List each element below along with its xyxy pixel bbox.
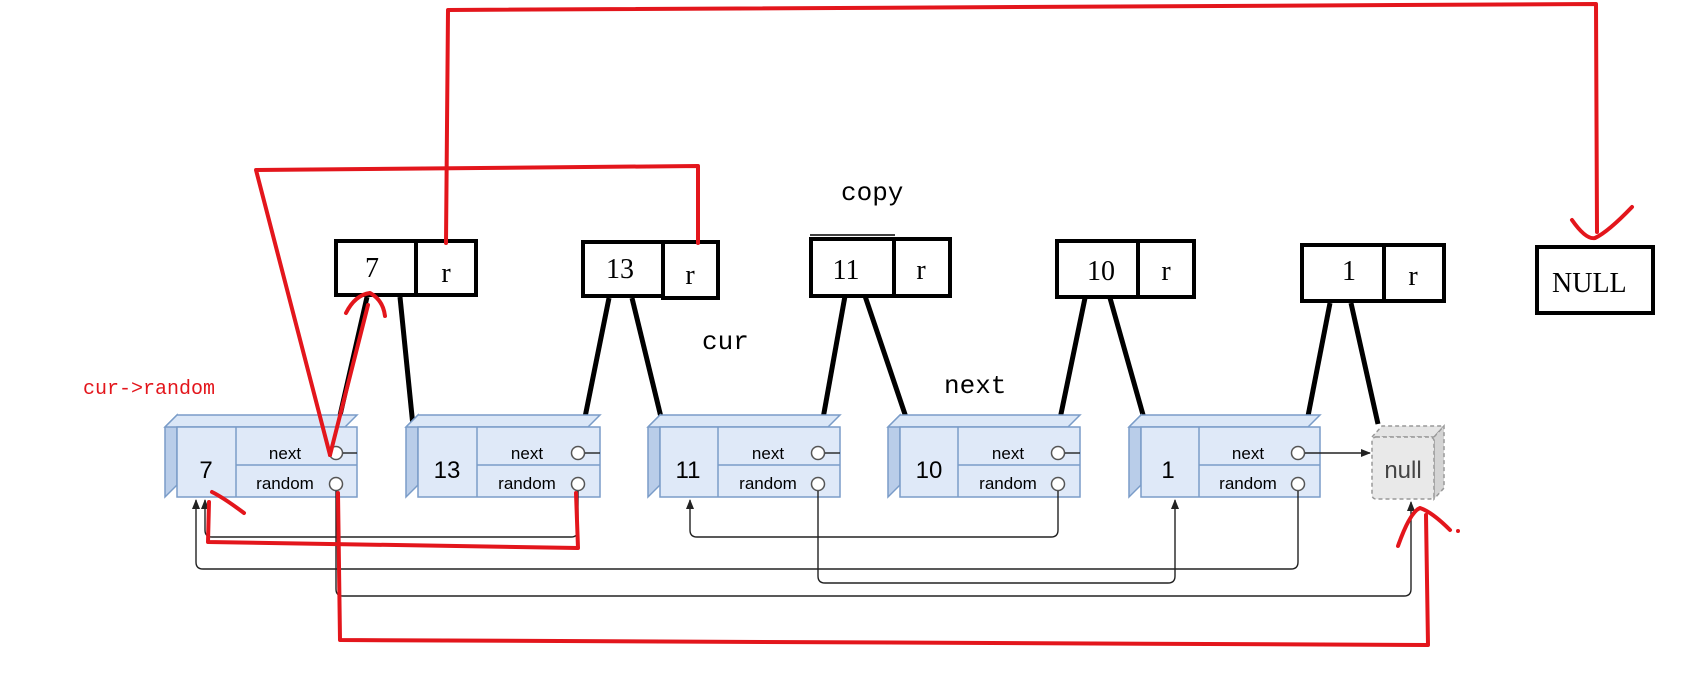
copy-node-value: 10 xyxy=(1087,256,1115,287)
list-node-10: 10 next random xyxy=(886,413,1082,499)
node-random-field: random xyxy=(498,474,556,493)
node-value: 1 xyxy=(1161,457,1174,484)
node-next-field: next xyxy=(511,444,543,463)
list-node-11: 11 next random xyxy=(646,413,842,499)
copy-node-value: 1 xyxy=(1342,256,1356,287)
list-node-13: 13 next random xyxy=(404,413,602,499)
copy-node-value: 11 xyxy=(833,255,860,286)
copy-node-value: 7 xyxy=(365,253,379,284)
red-annotations xyxy=(206,2,1634,647)
random-port-icon xyxy=(1050,476,1066,492)
random-pointer-arrows xyxy=(192,491,1415,597)
random-port-icon xyxy=(570,476,586,492)
copy-node-random-pointer: r xyxy=(1161,256,1171,287)
copy-node-1: 1 r xyxy=(1300,243,1446,303)
copy-node-13: 13 r xyxy=(581,240,720,300)
list-node-1: 1 next random xyxy=(1127,413,1322,499)
node-value: 11 xyxy=(676,457,701,484)
node-random-field: random xyxy=(1219,474,1277,493)
node-value: 7 xyxy=(199,457,212,484)
node-next-field: next xyxy=(1232,444,1264,463)
node-value: 13 xyxy=(434,457,461,484)
random-port-icon xyxy=(328,476,344,492)
node-next-field: next xyxy=(752,444,784,463)
list-node-7: 7 next random xyxy=(163,413,359,499)
node-random-field: random xyxy=(979,474,1037,493)
node-next-field: next xyxy=(992,444,1024,463)
next-port-icon xyxy=(1290,445,1306,461)
random-port-icon xyxy=(810,476,826,492)
copy-label: copy xyxy=(841,178,903,208)
copy-node-value: 13 xyxy=(606,254,634,285)
node-random-field: random xyxy=(739,474,797,493)
copy-node-random-pointer: r xyxy=(1408,261,1418,292)
next-port-icon xyxy=(1050,445,1066,461)
copy-node-random-pointer: r xyxy=(441,258,451,289)
node-random-field: random xyxy=(256,474,314,493)
cur-random-label: cur->random xyxy=(83,378,215,401)
copy-node-11: 11 r xyxy=(809,237,952,298)
next-port-icon xyxy=(810,445,826,461)
null-box: NULL xyxy=(1535,245,1655,315)
copy-node-random-pointer: r xyxy=(916,255,926,286)
next-port-icon xyxy=(570,445,586,461)
next-label: next xyxy=(944,371,1006,401)
random-port-icon xyxy=(1290,476,1306,492)
null-node-label: null xyxy=(1384,457,1421,484)
cur-label: cur xyxy=(702,327,749,357)
copy-node-random-pointer: r xyxy=(685,260,695,291)
node-value: 10 xyxy=(916,457,943,484)
null-node: null xyxy=(1370,424,1446,501)
null-box-label: NULL xyxy=(1552,268,1627,299)
node-next-field: next xyxy=(269,444,301,463)
copy-node-7: 7 r xyxy=(334,239,478,297)
copy-node-10: 10 r xyxy=(1055,239,1196,299)
